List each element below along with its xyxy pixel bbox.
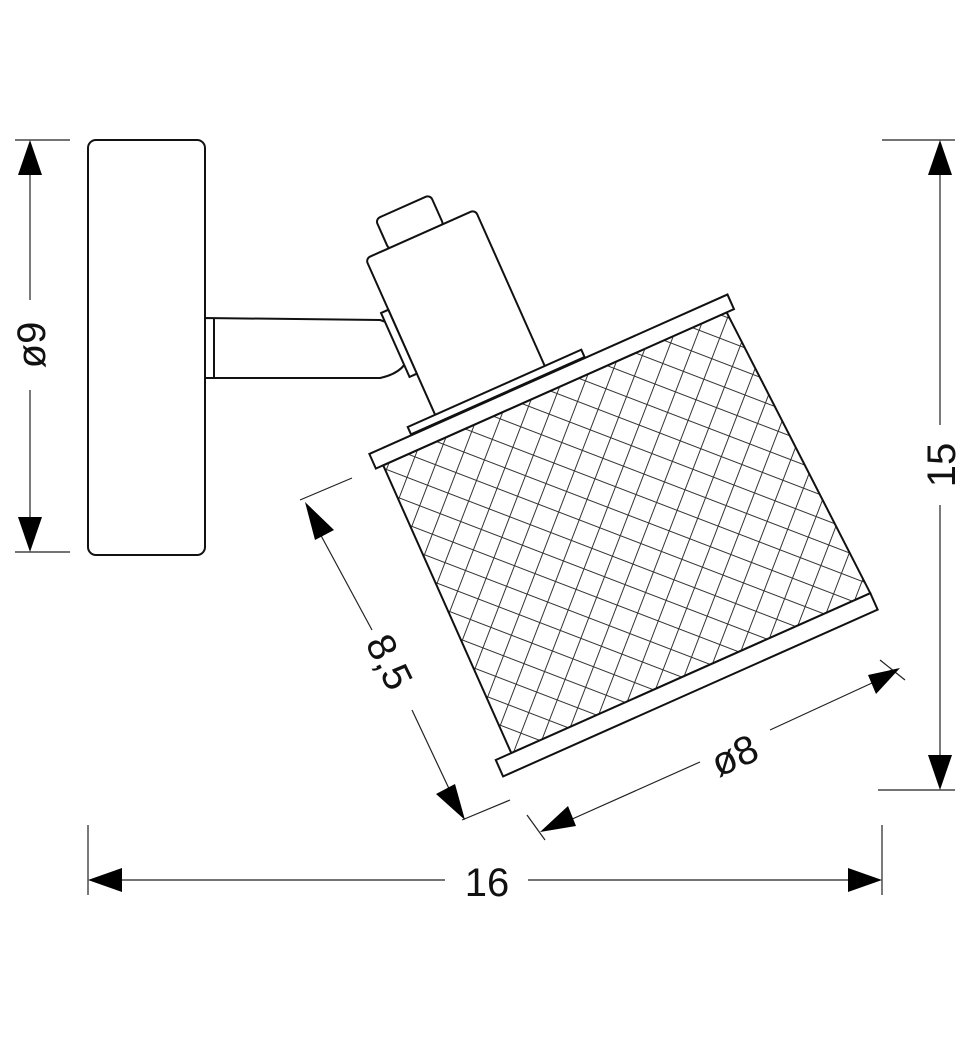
label-shade-height: 8,5 bbox=[357, 628, 421, 697]
wall-plate bbox=[87, 139, 206, 556]
lamp-head bbox=[366, 195, 879, 778]
label-total-width: 16 bbox=[465, 861, 510, 905]
label-total-height: 15 bbox=[920, 443, 964, 488]
dimension-total-height: 15 bbox=[878, 139, 964, 791]
label-shade-diameter: ø8 bbox=[704, 727, 765, 786]
label-base-diameter: ø9 bbox=[10, 322, 54, 369]
shade-top-rim bbox=[368, 293, 736, 470]
shade-bottom-rim bbox=[494, 591, 879, 778]
dimension-base-diameter: ø9 bbox=[10, 139, 70, 553]
shade bbox=[368, 293, 879, 778]
dimension-total-width: 16 bbox=[87, 825, 883, 905]
